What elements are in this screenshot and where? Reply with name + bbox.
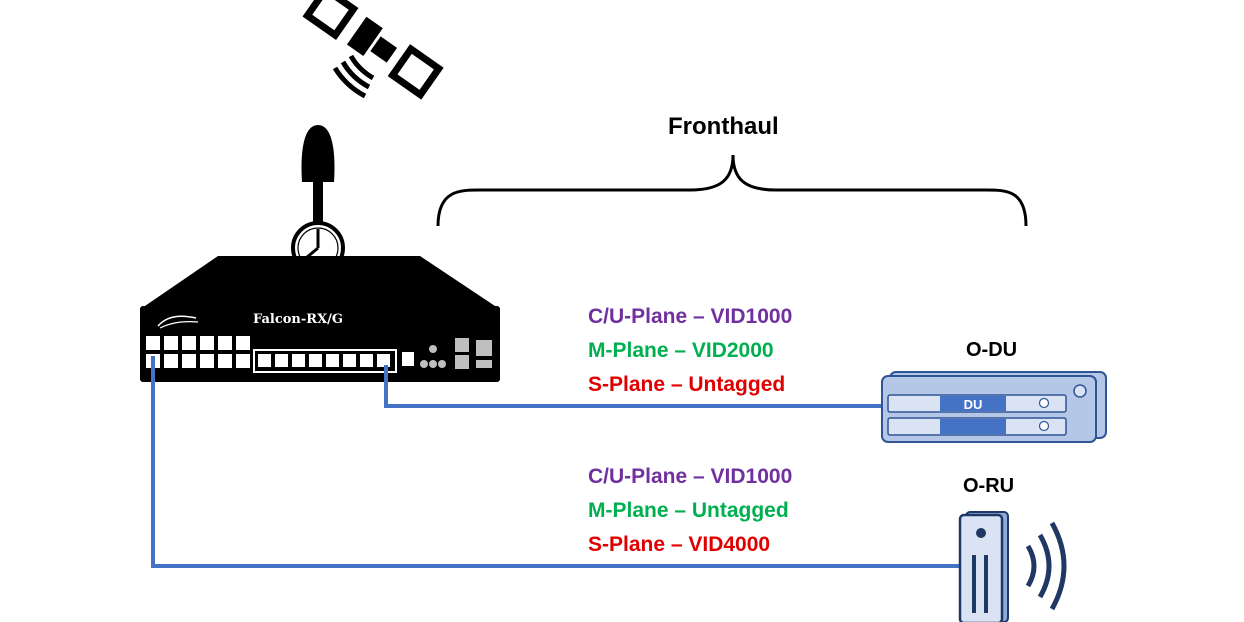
device-name: Falcon-RX/G (253, 312, 343, 327)
o-du-server: DU (881, 371, 1107, 443)
cable-to-du (384, 365, 884, 408)
ru-s-plane-label: S-Plane – VID4000 (588, 533, 771, 556)
fronthaul-brace (436, 154, 1028, 227)
du-badge: DU (964, 397, 983, 412)
o-du-label: O-DU (966, 339, 1018, 361)
brand-logo (157, 315, 197, 327)
du-cu-plane-label: C/U-Plane – VID1000 (588, 305, 793, 328)
ru-vlan-list: C/U-Plane – VID1000 M-Plane – Untagged S… (588, 460, 792, 562)
ru-m-plane-label: M-Plane – Untagged (588, 499, 789, 522)
fronthaul-title: Fronthaul (668, 113, 779, 140)
cable-to-ru (151, 356, 962, 568)
satellite-icon (302, 0, 444, 100)
du-m-plane-label: M-Plane – VID2000 (588, 339, 774, 362)
port-block-right (253, 349, 397, 373)
du-s-plane-label: S-Plane – Untagged (588, 373, 786, 396)
falcon-device: Falcon-RX/G (140, 256, 500, 382)
o-ru-label: O-RU (963, 475, 1015, 497)
port-block-left (146, 336, 250, 368)
ru-cu-plane-label: C/U-Plane – VID1000 (588, 465, 793, 488)
gnss-antenna-icon (301, 125, 335, 222)
radio-waves-icon (1025, 521, 1067, 611)
du-vlan-list: C/U-Plane – VID1000 M-Plane – VID2000 S-… (588, 300, 792, 402)
o-ru-unit (958, 511, 1009, 622)
